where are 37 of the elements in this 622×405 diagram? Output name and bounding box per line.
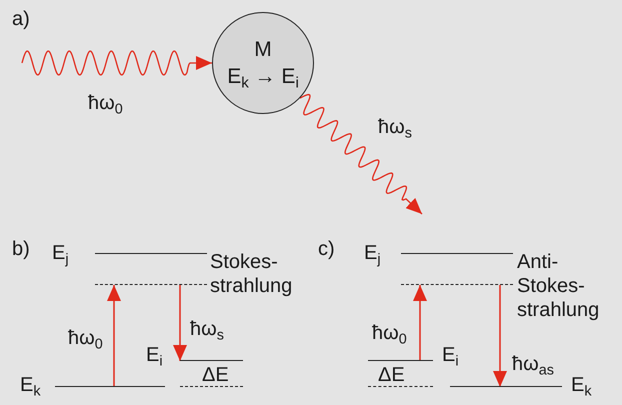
photon-wave-arrow — [21, 50, 212, 76]
level-label: E$_{j}$ — [52, 242, 69, 264]
transition-arrow — [107, 285, 121, 387]
panel-label: b) — [12, 238, 30, 260]
panel-label: c) — [318, 238, 335, 260]
transition-label: E$_{k}$ → E$_{i}$ — [227, 64, 299, 90]
photon-energy-label: ħω$_{0}$ — [68, 327, 103, 349]
virtual-level-line — [401, 284, 513, 285]
photon-wave-arrow — [300, 94, 422, 214]
level-label: E$_{i}$ — [442, 344, 459, 366]
photon-energy-label: ħω$_{0}$ — [88, 92, 123, 114]
level-label: E$_{j}$ — [364, 242, 381, 264]
photon-energy-label: ħω$_{s}$ — [378, 116, 412, 138]
photon-energy-label: ħω$_{as}$ — [512, 353, 554, 375]
virtual-level-line — [95, 284, 207, 285]
energy-level-line — [95, 253, 207, 254]
level-label: E$_{i}$ — [146, 344, 163, 366]
level-label: E$_{k}$ — [20, 374, 41, 396]
energy-level-line — [55, 386, 165, 387]
virtual-level-line — [180, 386, 243, 387]
molecule-label: M — [254, 37, 272, 63]
photon-energy-label: ħω$_{0}$ — [372, 322, 407, 344]
energy-level-line — [368, 360, 433, 361]
energy-gap-label: ΔE — [202, 364, 229, 386]
photon-energy-label: ħω$_{s}$ — [190, 318, 224, 340]
virtual-level-line — [368, 386, 433, 387]
energy-level-line — [450, 386, 562, 387]
energy-level-line — [180, 360, 243, 361]
transition-arrow — [173, 285, 187, 361]
energy-gap-label: ΔE — [378, 364, 405, 386]
radiation-label: Stokes- strahlung — [210, 250, 292, 298]
radiation-label: Anti- Stokes- strahlung — [517, 250, 600, 322]
panel-label: a) — [12, 8, 30, 30]
level-label: E$_{k}$ — [571, 374, 592, 396]
energy-level-line — [401, 253, 513, 254]
transition-arrow — [493, 285, 507, 387]
transition-arrow — [413, 285, 427, 361]
